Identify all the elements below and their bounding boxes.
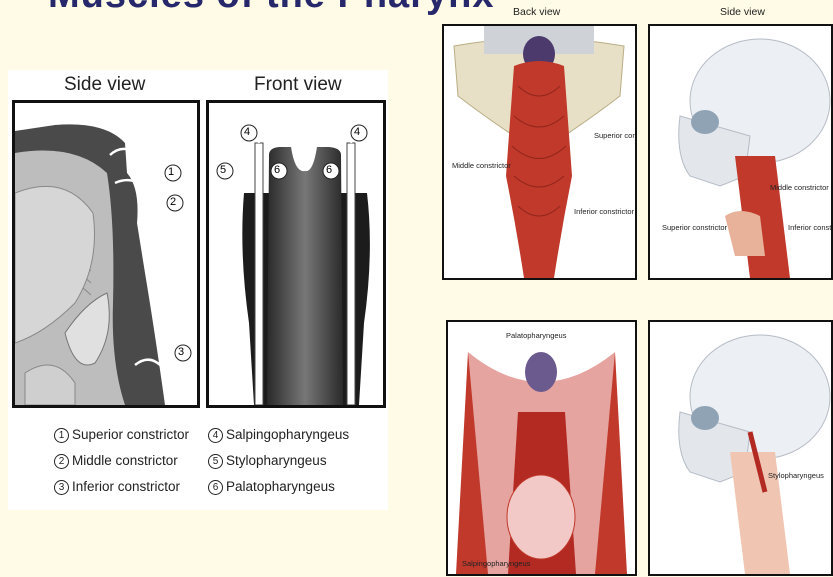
label-palatopharyngeus: Palatopharyngeus — [506, 332, 566, 340]
back-view-illustration — [444, 26, 635, 278]
label-inferior-constrictor-side: Inferior constrictor — [788, 224, 833, 232]
marker-2-label: 2 — [170, 196, 176, 208]
legend-label: Palatopharyngeus — [226, 479, 335, 494]
legend-label: Inferior constrictor — [72, 479, 180, 494]
marker-3-label: 3 — [178, 346, 184, 358]
side-view-skull-panel: Middle constrictor Superior constrictor … — [648, 24, 833, 280]
side-view-schematic: 1 2 3 — [12, 100, 200, 408]
label-inferior-constrictor: Inferior constrictor — [574, 208, 634, 216]
label-middle-constrictor: Middle constrictor — [452, 162, 511, 170]
legend-number: 1 — [54, 428, 69, 443]
front-view-caption: Front view — [254, 74, 342, 96]
marker-6a-label: 6 — [274, 164, 280, 176]
legend-number: 6 — [208, 480, 223, 495]
side-view-caption: Side view — [64, 74, 145, 96]
label-salpingopharyngeus: Salpingopharyngeus — [462, 560, 530, 568]
legend-label: Superior constrictor — [72, 427, 189, 442]
marker-1-label: 1 — [168, 166, 174, 178]
marker-6b-label: 6 — [326, 164, 332, 176]
legend-number: 5 — [208, 454, 223, 469]
legend-label: Salpingopharyngeus — [226, 427, 349, 442]
legend-label: Stylopharyngeus — [226, 453, 327, 468]
marker-4b-label: 4 — [354, 126, 360, 138]
side-view-skull-illustration — [650, 26, 831, 278]
slide-title: Muscles of the Pharynx — [48, 0, 494, 17]
back-view-caption: Back view — [513, 6, 560, 18]
marker-5a-label: 5 — [220, 164, 226, 176]
schematic-panel: Side view Front view — [8, 70, 388, 510]
palatopharyngeus-illustration — [448, 322, 635, 574]
back-view-panel: Superior constrictor Middle constrictor … — [442, 24, 637, 280]
side-view-caption-right: Side view — [720, 6, 765, 18]
label-stylopharyngeus: Stylopharyngeus — [768, 472, 824, 480]
label-superior-constrictor-side: Superior constrictor — [662, 224, 727, 232]
stylopharyngeus-panel: Stylopharyngeus — [648, 320, 833, 576]
legend-number: 2 — [54, 454, 69, 469]
front-view-drawing — [209, 103, 383, 405]
legend-number: 3 — [54, 480, 69, 495]
legend-number: 4 — [208, 428, 223, 443]
legend-label: Middle constrictor — [72, 453, 178, 468]
label-superior-constrictor: Superior constrictor — [594, 132, 637, 140]
label-middle-constrictor-side: Middle constrictor — [770, 184, 829, 192]
stylopharyngeus-illustration — [650, 322, 831, 574]
marker-4a-label: 4 — [244, 126, 250, 138]
side-view-drawing — [15, 103, 197, 405]
front-view-schematic: 4 4 5 6 6 — [206, 100, 386, 408]
palatopharyngeus-panel: Palatopharyngeus Salpingopharyngeus — [446, 320, 637, 576]
